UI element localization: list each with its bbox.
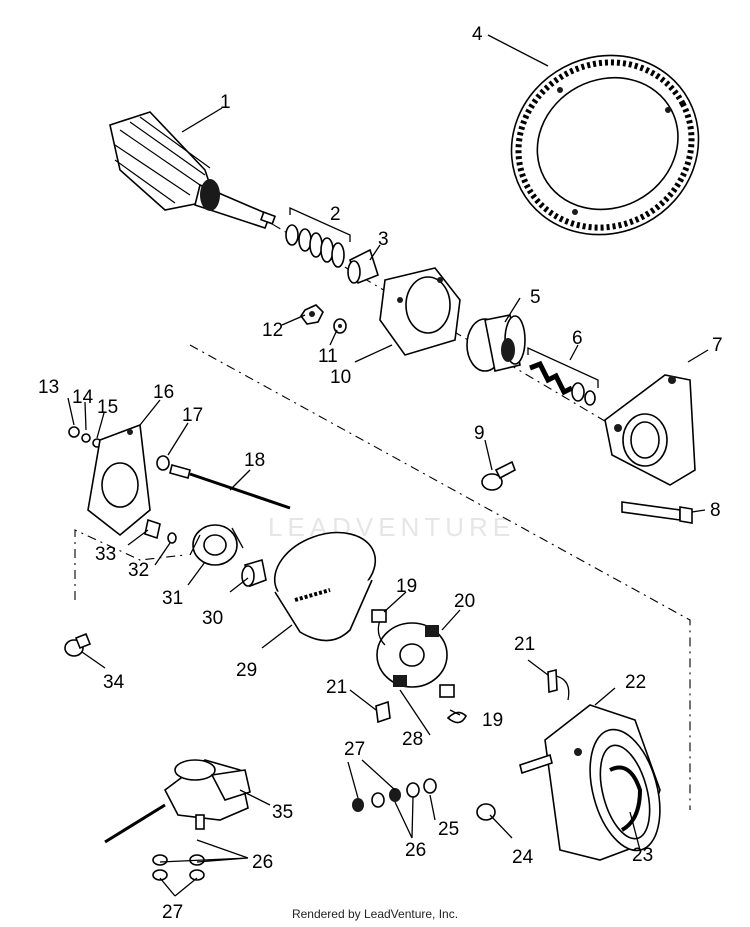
mounting-bolt [621,501,693,524]
hex-nut [300,304,324,325]
callout-11: 11 [318,346,338,367]
brush-plate [376,619,448,688]
brush-terminal-lower [375,700,391,724]
commutator-end-cover [273,531,377,642]
callout-29: 29 [236,660,257,681]
callout-5: 5 [530,287,541,308]
return-spring-collar [527,346,599,406]
callout-25: 25 [438,819,459,840]
callout-27-solenoid: 27 [162,902,183,923]
shoulder-bolt [481,460,516,491]
callout-3: 3 [378,229,389,250]
retainer-screw [144,518,161,540]
drive-spring-set [285,206,351,268]
callout-23: 23 [632,845,653,866]
lock-washer [333,318,347,334]
assembly-centerline-lower [189,344,691,810]
stud-bolt [64,632,92,657]
callout-15: 15 [97,397,118,418]
callout-24: 24 [512,847,534,868]
callout-34: 34 [103,672,125,693]
callout-2: 2 [330,204,341,225]
brush-lower [439,684,455,698]
callout-8: 8 [710,500,721,521]
callout-26-solenoid: 26 [252,852,273,873]
callout-32: 32 [128,560,149,581]
callout-18: 18 [244,450,265,471]
terminal-washer-c [423,778,437,794]
callout-21-lower: 21 [326,677,347,698]
brush-spring-clip [446,711,467,724]
terminal-nut-b [389,788,401,802]
callout-16: 16 [153,382,174,403]
field-frame-housing [544,704,661,861]
terminal-washer-a [371,792,385,808]
terminal-stud [519,753,553,775]
sleeve-bearing [241,558,267,588]
callout-4: 4 [472,24,483,45]
callout-31: 31 [162,588,183,609]
callout-28: 28 [402,729,423,750]
terminal-washer-b [406,782,420,798]
callout-labels: 1 2 3 4 5 6 7 8 9 10 11 12 13 14 15 16 1… [38,24,723,923]
callout-19-upper: 19 [396,576,417,597]
watermark-text: LEADVENTURE [268,512,516,542]
callout-10: 10 [330,367,351,388]
callout-7: 7 [712,335,723,356]
end-plate [87,423,151,537]
callout-6: 6 [572,328,583,349]
callout-17: 17 [182,405,203,426]
drive-end-housing [379,267,461,356]
callout-33: 33 [95,544,116,565]
callout-22: 22 [625,672,646,693]
small-lock-washer [81,433,91,443]
solenoid-washers [152,854,205,866]
callout-21-upper: 21 [514,634,535,655]
brush-upper [371,609,387,623]
solenoid-nuts [152,869,205,881]
field-terminal-upper [547,668,570,701]
callout-26-terminal: 26 [405,840,426,861]
armature [109,111,277,229]
callout-1: 1 [220,92,231,113]
callout-13: 13 [38,377,59,398]
callout-9: 9 [474,423,485,444]
terminal-nut-a [352,798,364,812]
bearing-retainer [189,524,244,566]
mounting-bracket [604,374,696,486]
plate-washer [156,455,170,471]
ring-gear [510,54,700,236]
pinion-drive [466,314,526,372]
assembly-centerline-left [74,529,186,600]
callout-20: 20 [454,591,475,612]
leader-lines [67,34,709,897]
render-credit: Rendered by LeadVenture, Inc. [291,907,459,921]
callout-27-terminal: 27 [344,739,365,760]
retainer-washer [167,532,177,544]
starter-solenoid [104,759,251,844]
small-nut [68,426,80,438]
callout-19-lower: 19 [482,710,503,731]
callout-35: 35 [272,802,293,823]
through-bolt [169,464,291,510]
callout-14: 14 [72,387,94,408]
callout-12: 12 [262,320,283,341]
callout-30: 30 [202,608,223,629]
field-coil [609,765,643,832]
